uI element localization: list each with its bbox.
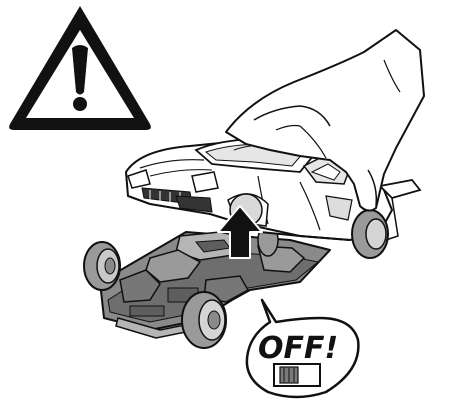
warning-triangle-icon (9, 6, 151, 130)
off-callout: OFF! (247, 300, 359, 397)
off-label: OFF! (258, 331, 338, 366)
chassis-wheel-front-left (182, 292, 226, 348)
power-switch-icon (274, 364, 320, 386)
chassis-wheel-rear-left (84, 242, 120, 290)
